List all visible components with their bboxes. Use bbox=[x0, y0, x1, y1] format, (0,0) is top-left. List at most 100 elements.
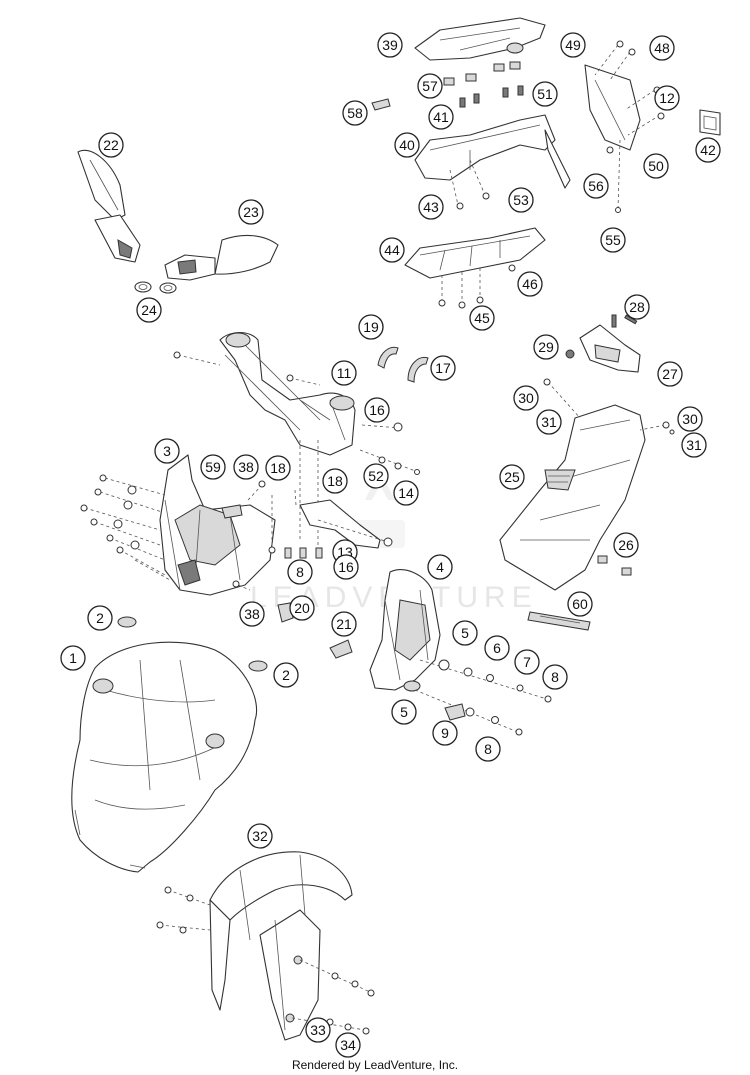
callout-38b: 38 bbox=[239, 601, 265, 627]
callout-49: 49 bbox=[560, 32, 586, 58]
svg-text:32: 32 bbox=[252, 828, 268, 844]
grommet-part bbox=[117, 616, 268, 672]
svg-text:51: 51 bbox=[537, 86, 553, 102]
svg-text:53: 53 bbox=[513, 192, 529, 208]
svg-text:30: 30 bbox=[682, 411, 698, 427]
svg-text:49: 49 bbox=[565, 37, 581, 53]
callout-4: 4 bbox=[427, 554, 453, 580]
svg-text:38: 38 bbox=[238, 459, 254, 475]
callout-5a: 5 bbox=[452, 620, 478, 646]
callout-44: 44 bbox=[379, 237, 405, 263]
callout-18a: 18 bbox=[265, 455, 291, 481]
svg-text:17: 17 bbox=[435, 360, 451, 376]
svg-text:46: 46 bbox=[522, 276, 538, 292]
svg-text:24: 24 bbox=[141, 302, 157, 318]
svg-text:14: 14 bbox=[398, 485, 414, 501]
svg-text:28: 28 bbox=[629, 299, 645, 315]
spacer-rings-part bbox=[134, 281, 177, 294]
rear-bracket-part bbox=[414, 114, 571, 210]
svg-text:25: 25 bbox=[504, 469, 520, 485]
svg-text:16: 16 bbox=[338, 559, 354, 575]
svg-text:8: 8 bbox=[296, 564, 304, 580]
svg-text:5: 5 bbox=[461, 625, 469, 641]
svg-text:8: 8 bbox=[484, 741, 492, 757]
callout-52: 52 bbox=[363, 463, 389, 489]
callout-27: 27 bbox=[657, 361, 683, 387]
callout-12: 12 bbox=[654, 85, 680, 111]
callout-18b: 18 bbox=[322, 468, 348, 494]
callout-24: 24 bbox=[136, 297, 162, 323]
trim-strip-part bbox=[527, 611, 591, 631]
callout-50: 50 bbox=[643, 153, 669, 179]
svg-text:59: 59 bbox=[205, 459, 221, 475]
clip-nuts-part bbox=[371, 61, 524, 111]
callout-40: 40 bbox=[394, 132, 420, 158]
callout-46: 46 bbox=[517, 271, 543, 297]
callout-59: 59 bbox=[200, 454, 226, 480]
bolt-set-left bbox=[80, 474, 171, 581]
svg-text:7: 7 bbox=[523, 654, 531, 670]
callout-45: 45 bbox=[469, 305, 495, 331]
callout-19: 19 bbox=[358, 314, 384, 340]
svg-text:21: 21 bbox=[336, 616, 352, 632]
svg-text:2: 2 bbox=[96, 610, 104, 626]
callout-57: 57 bbox=[417, 73, 443, 99]
callout-16a: 16 bbox=[364, 397, 390, 423]
svg-text:12: 12 bbox=[659, 90, 675, 106]
svg-text:19: 19 bbox=[363, 319, 379, 335]
left-inner-panel-part bbox=[159, 454, 276, 596]
svg-text:50: 50 bbox=[648, 158, 664, 174]
svg-text:34: 34 bbox=[340, 1037, 356, 1053]
callout-55: 55 bbox=[600, 227, 626, 253]
hand-guard-left-part bbox=[77, 149, 141, 263]
callout-20: 20 bbox=[289, 595, 315, 621]
svg-text:40: 40 bbox=[399, 137, 415, 153]
svg-text:57: 57 bbox=[422, 78, 438, 94]
footer-credit: Rendered by LeadVenture, Inc. bbox=[291, 1058, 459, 1072]
svg-text:1: 1 bbox=[69, 650, 77, 666]
callout-7: 7 bbox=[514, 649, 540, 675]
callout-34: 34 bbox=[335, 1032, 361, 1058]
callout-1: 1 bbox=[60, 645, 86, 671]
svg-text:23: 23 bbox=[243, 204, 259, 220]
callout-53: 53 bbox=[508, 187, 534, 213]
callout-41: 41 bbox=[428, 104, 454, 130]
svg-text:31: 31 bbox=[686, 437, 702, 453]
svg-text:26: 26 bbox=[618, 537, 634, 553]
svg-text:39: 39 bbox=[382, 37, 398, 53]
svg-text:20: 20 bbox=[294, 600, 310, 616]
svg-text:29: 29 bbox=[538, 339, 554, 355]
svg-text:60: 60 bbox=[572, 596, 588, 612]
callout-22: 22 bbox=[98, 132, 124, 158]
svg-text:5: 5 bbox=[400, 704, 408, 720]
svg-text:11: 11 bbox=[337, 365, 352, 381]
front-fairing-part bbox=[71, 641, 257, 873]
callout-33: 33 bbox=[305, 1017, 331, 1043]
svg-text:18: 18 bbox=[327, 473, 343, 489]
small-parts bbox=[277, 602, 353, 659]
lower-bracket-part bbox=[268, 489, 393, 559]
fairing-stay-part bbox=[173, 331, 403, 545]
callout-25: 25 bbox=[499, 464, 525, 490]
rear-tray-part bbox=[414, 17, 546, 61]
reflector-part bbox=[699, 109, 721, 136]
svg-text:4: 4 bbox=[436, 559, 444, 575]
svg-text:33: 33 bbox=[310, 1022, 326, 1038]
svg-text:42: 42 bbox=[700, 142, 716, 158]
license-bracket-part bbox=[584, 40, 665, 213]
callout-51: 51 bbox=[532, 81, 558, 107]
callout-16b: 16 bbox=[333, 554, 359, 580]
callout-9: 9 bbox=[432, 720, 458, 746]
svg-text:43: 43 bbox=[423, 199, 439, 215]
svg-text:38: 38 bbox=[244, 606, 260, 622]
svg-text:56: 56 bbox=[588, 178, 604, 194]
svg-text:9: 9 bbox=[441, 725, 449, 741]
callout-6: 6 bbox=[484, 635, 510, 661]
callout-28: 28 bbox=[624, 294, 650, 320]
clip-part bbox=[221, 480, 266, 591]
callout-38a: 38 bbox=[233, 454, 259, 480]
callout-56: 56 bbox=[583, 173, 609, 199]
svg-text:31: 31 bbox=[541, 414, 557, 430]
svg-text:27: 27 bbox=[662, 366, 678, 382]
